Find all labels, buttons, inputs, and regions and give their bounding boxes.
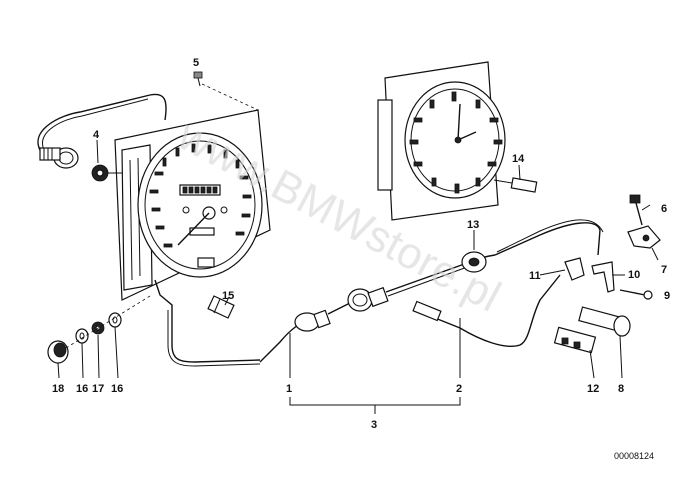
clock-marks [409,91,503,194]
small-parts-right [553,194,661,354]
nut-4 [91,164,109,182]
callout-9: 9 [664,290,670,302]
callout-4: 4 [93,129,100,141]
callout-14: 14 [512,153,525,165]
callout-1: 1 [286,383,292,395]
callout-5: 5 [193,57,199,69]
callout-18: 18 [52,383,64,395]
speedometer-ticks [149,143,252,248]
speedometer-assembly [37,71,271,367]
leader-lines [57,139,659,414]
clock-assembly [377,61,538,221]
callout-16a: 16 [76,383,88,395]
callout-17: 17 [92,383,104,395]
callout-2: 2 [456,383,462,395]
callout-16b: 16 [111,383,123,395]
callout-10: 10 [628,269,640,281]
callout-13: 13 [467,219,479,231]
callout-15: 15 [222,290,234,302]
odometer-digits [182,186,218,194]
mounting-screw [193,71,259,111]
callout-3: 3 [371,419,377,431]
speedometer-cables [259,219,604,363]
callout-numbers: 1 2 3 4 5 6 7 8 9 10 11 12 13 14 15 16 1… [52,57,670,431]
callout-11: 11 [529,270,541,282]
callout-6: 6 [661,203,667,215]
cable-connector-left [39,147,79,169]
callout-7: 7 [661,264,667,276]
callout-12: 12 [587,383,599,395]
callout-8: 8 [618,383,624,395]
catalog-number: 00008124 [614,451,654,461]
small-parts-left [47,295,235,364]
